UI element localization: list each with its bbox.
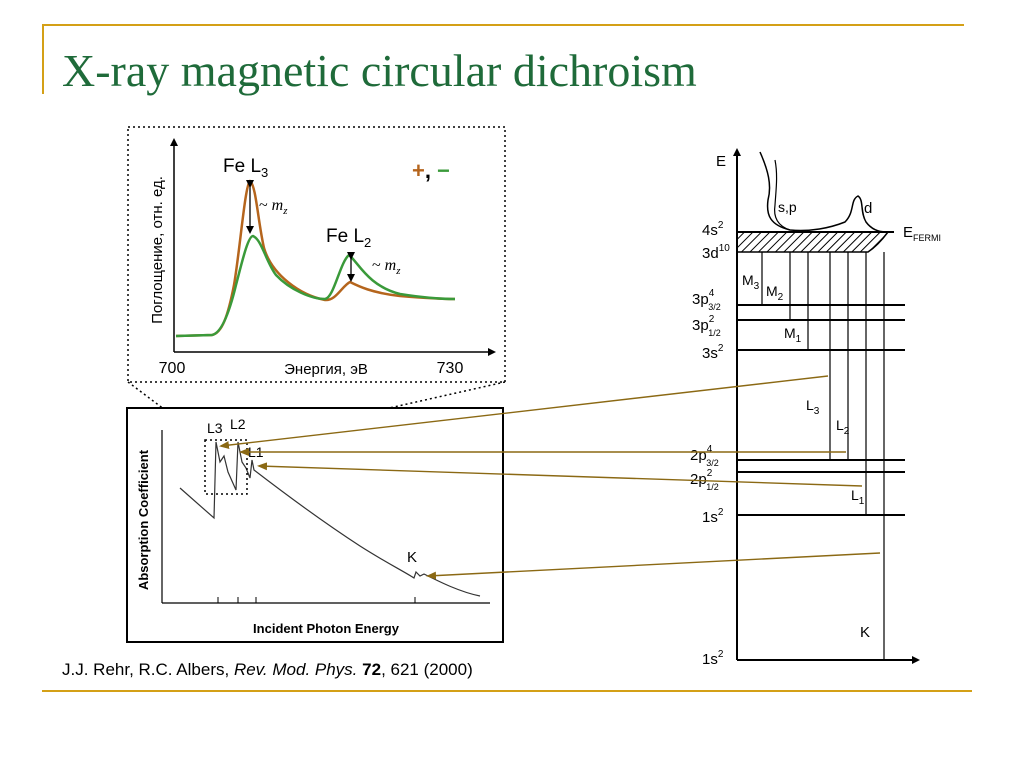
label-l3: L3: [806, 397, 820, 417]
abs-x-axis-label: Incident Photon Energy: [253, 621, 400, 636]
label-4s: 4s2: [702, 220, 724, 239]
citation-authors: J.J. Rehr, R.C. Albers,: [62, 660, 234, 679]
inset-x-min-label: 700: [159, 360, 186, 377]
dos-curve: [759, 151, 887, 233]
l3-mz-label: ~ mz: [259, 197, 288, 217]
d-band-label: d: [864, 200, 872, 217]
spectrum-plus: [175, 179, 456, 338]
abs-edge-l2: L2: [230, 416, 246, 432]
absorption-plot-frame: [126, 407, 504, 643]
absorption-plot: Absorption Coefficient Incident Photon E…: [126, 407, 504, 643]
sp-band-edge: [773, 159, 791, 231]
label-l2: L2: [836, 417, 850, 437]
inset-x-axis-label: Энергия, эВ: [284, 361, 368, 378]
edge-connector-arrows: [219, 375, 881, 580]
inset-dotted-frame: [127, 126, 506, 383]
citation-journal: Rev. Mod. Phys.: [233, 660, 358, 679]
label-l1: L1: [851, 487, 865, 507]
citation-rest: , 621 (2000): [381, 660, 473, 679]
xmcd-inset: Поглощение, отн. ед. Энергия, эВ 700 730…: [127, 126, 506, 441]
energy-axis-label: E: [716, 153, 726, 170]
filled-3d-band: [736, 231, 890, 253]
slide-title: X-ray magnetic circular dichroism: [62, 45, 697, 96]
label-3d: 3d10: [702, 243, 730, 262]
fe-l2-label: Fe L2: [326, 226, 371, 250]
label-1s: 1s2: [702, 507, 724, 526]
inset-x-max-label: 730: [437, 360, 464, 377]
arrow-l1-edge: [257, 462, 863, 487]
citation: J.J. Rehr, R.C. Albers, Rev. Mod. Phys. …: [62, 660, 473, 680]
label-3s: 3s2: [702, 343, 724, 362]
fe-l3-label: Fe L3: [223, 156, 268, 180]
label-m2: M2: [766, 283, 784, 303]
abs-edge-l3: L3: [207, 420, 223, 436]
arrow-l3-edge: [219, 375, 829, 450]
abs-edge-k: K: [407, 549, 417, 566]
fermi-label: EFERMI: [903, 224, 941, 243]
arrow-k-edge: [426, 552, 881, 580]
left-accent-rule: [42, 24, 44, 94]
label-1s-bottom: 1s2: [702, 649, 724, 668]
spectrum-minus: [175, 234, 456, 338]
bottom-rule: [42, 690, 972, 692]
inset-y-axis-label: Поглощение, отн. ед.: [149, 176, 166, 324]
label-m3: M3: [742, 272, 760, 292]
label-m1: M1: [784, 325, 802, 345]
citation-volume: 72: [362, 660, 382, 679]
label-k: K: [860, 624, 870, 641]
legend-text: +,−: [412, 158, 450, 183]
abs-y-axis-label: Absorption Coefficient: [136, 449, 151, 590]
sp-band-label: s,p: [778, 199, 797, 215]
top-rule: [42, 24, 964, 26]
l2-mz-label: ~ mz: [372, 257, 401, 277]
zoom-region-box: [204, 439, 248, 495]
